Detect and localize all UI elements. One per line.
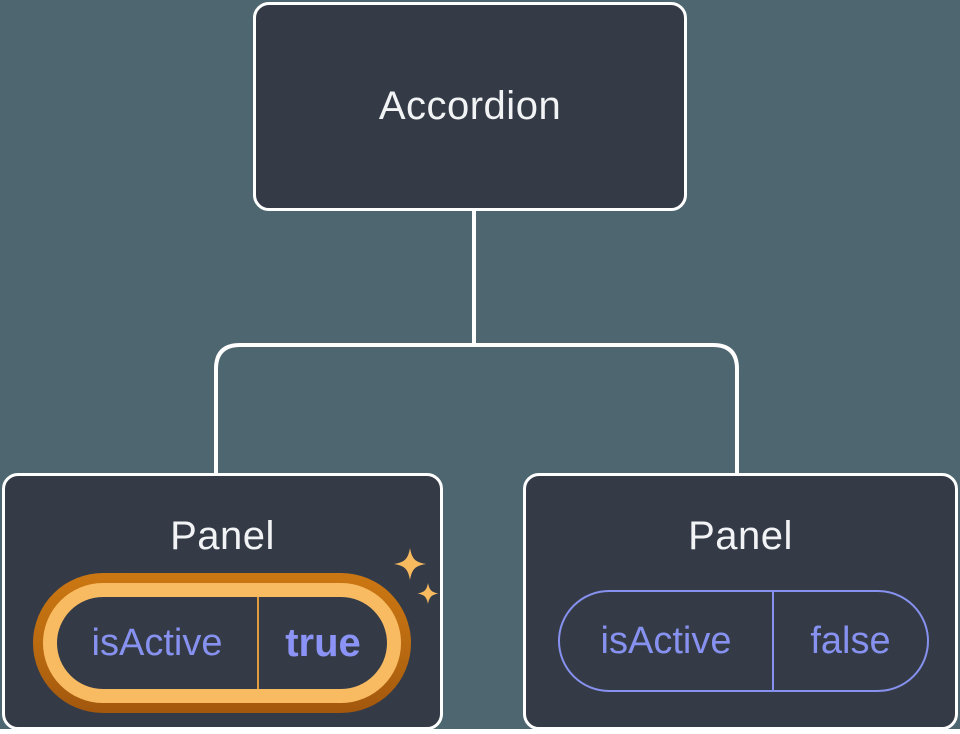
sparkle-icon bbox=[394, 548, 439, 604]
panel-node-inactive: Panel isActive false bbox=[523, 473, 958, 730]
state-pill-divider bbox=[257, 597, 259, 689]
state-pill-highlight-ring: isActive true bbox=[33, 573, 411, 713]
state-value-label: true bbox=[285, 620, 361, 665]
state-key-label: isActive bbox=[600, 619, 732, 662]
branch-line bbox=[214, 343, 739, 476]
state-pill-inactive: isActive false bbox=[558, 590, 929, 692]
state-pill-highlight-band: isActive true bbox=[43, 583, 401, 703]
panel-node-label: Panel bbox=[688, 514, 793, 558]
root-node-accordion: Accordion bbox=[253, 2, 687, 211]
panel-node-active: Panel isActive true bbox=[2, 473, 443, 730]
root-node-label: Accordion bbox=[378, 84, 562, 128]
panel-node-label: Panel bbox=[170, 514, 275, 558]
state-key-label: isActive bbox=[91, 621, 223, 664]
state-value-label: false bbox=[810, 619, 891, 662]
state-pill-active: isActive true bbox=[57, 597, 387, 689]
state-pill-divider bbox=[772, 592, 774, 690]
